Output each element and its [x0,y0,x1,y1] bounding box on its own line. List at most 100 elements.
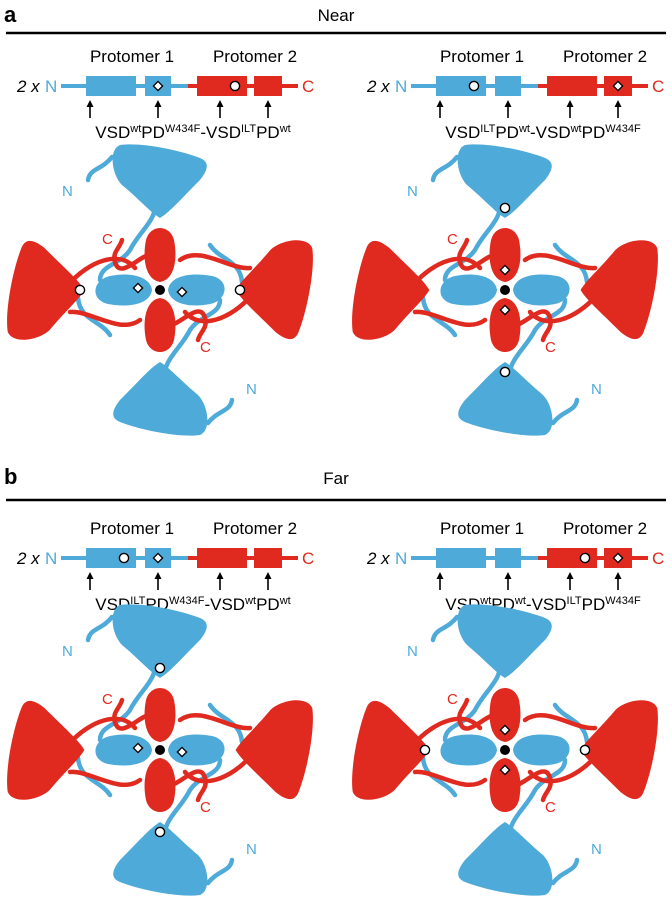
panel-title: Near [318,6,355,25]
pd-blue-right [513,734,570,766]
n-terminus-label: N [395,549,407,568]
diamond-marker [152,80,164,92]
circle-marker [579,552,591,564]
construct-name-part: VSD [206,123,241,142]
blue-linker [162,297,223,383]
arrow-head [614,100,622,107]
c-terminus-label: C [545,799,556,816]
blue-linker [550,857,580,886]
n-terminus-label: N [62,643,73,660]
c-terminus-label: C [102,231,113,248]
vsd-domain-protomer-1 [436,548,486,568]
blue-linker [97,657,158,743]
blue-linker [207,702,245,745]
blue-linker [75,755,113,798]
protomer-1-label: Protomer 1 [90,519,174,538]
pd-red-top [489,228,521,282]
arrow-head [216,572,224,579]
diamond-marker [176,746,188,758]
diamond-marker [176,286,188,298]
arrow-head [504,100,512,107]
vsd-blue-top [112,144,207,218]
construct-name-part: - [526,595,532,614]
construct-name-superscript: W434F [165,123,201,135]
circle-marker [118,552,130,564]
blue-linker [552,242,590,285]
blue-linker [85,614,115,643]
blue-linker [442,197,503,283]
panel-title: Far [323,469,349,488]
construct-name-superscript: ILT [480,123,495,135]
arrow-head [264,572,272,579]
diamond-marker [499,764,511,776]
pd-blue-left [440,274,497,306]
arrow-head [614,572,622,579]
arrow-head [216,100,224,107]
protomer-1-label: Protomer 1 [90,47,174,66]
pd-red-top [489,688,521,742]
circle-marker [419,744,431,756]
arrow-head [264,100,272,107]
n-terminus-label: N [407,643,418,660]
n-terminus-label: N [407,183,418,200]
construct-name-part: - [204,595,210,614]
vsd-domain-protomer-1 [86,76,136,96]
construct-name-superscript: wt [244,595,256,607]
arrow-head [86,100,94,107]
red-linker [67,309,143,327]
construct-name-superscript: wt [479,595,491,607]
pd-blue-left [440,734,497,766]
construct-name-superscript: wt [279,595,291,607]
vsd-domain-protomer-2 [197,548,247,568]
protomer-2-label: Protomer 2 [213,47,297,66]
construct-name-superscript: W434F [605,595,641,607]
c-terminus-label: C [302,549,314,568]
construct-name-part: PD [141,123,165,142]
copy-number-label: 2 x [366,549,390,568]
pd-domain-protomer-2 [254,76,282,96]
protomer-2-label: Protomer 2 [563,47,647,66]
c-terminus-label: C [200,339,211,356]
blue-linker [85,154,115,183]
pd-red-bottom [489,298,521,352]
pore-center [500,745,510,755]
construct-name-superscript: ILT [241,123,256,135]
vsd-blue-top [457,604,552,678]
panel-b: b Far [4,464,666,502]
construct-name-part: VSD [95,123,130,142]
circle-marker [468,80,480,92]
c-terminus-label: C [302,77,314,96]
red-linker [67,769,143,787]
construct-name-superscript: wt [570,123,582,135]
blue-linker [205,397,235,426]
vsd-blue-top [457,144,552,218]
construct-name-superscript: W434F [169,595,205,607]
vsd-blue-top [112,604,207,678]
blue-linker [162,757,223,843]
red-linker [522,713,598,731]
construct-name-superscript: wt [514,595,526,607]
pd-red-bottom [489,758,521,812]
circle-marker [234,284,246,296]
construct-name-part: PD [582,123,606,142]
vsd-red-right [580,240,658,340]
construct-name-part: PD [582,595,606,614]
construct-name-superscript: wt [279,123,291,135]
arrow-head [86,572,94,579]
panel-letter: a [4,2,17,27]
pore-center [155,745,165,755]
diamond-marker [132,282,144,294]
construct-name: VSDILTPDwt-VSDwtPDW434F [445,123,641,142]
n-terminus-label: N [591,381,602,398]
vsd-red-left [352,240,430,340]
pd-domain-protomer-1 [495,76,521,96]
circle-marker [154,826,166,838]
blue-linker [507,297,568,383]
diamond-marker [612,80,624,92]
construct-name-part: VSD [445,123,480,142]
red-linker [177,713,253,731]
pd-red-top [144,688,176,742]
